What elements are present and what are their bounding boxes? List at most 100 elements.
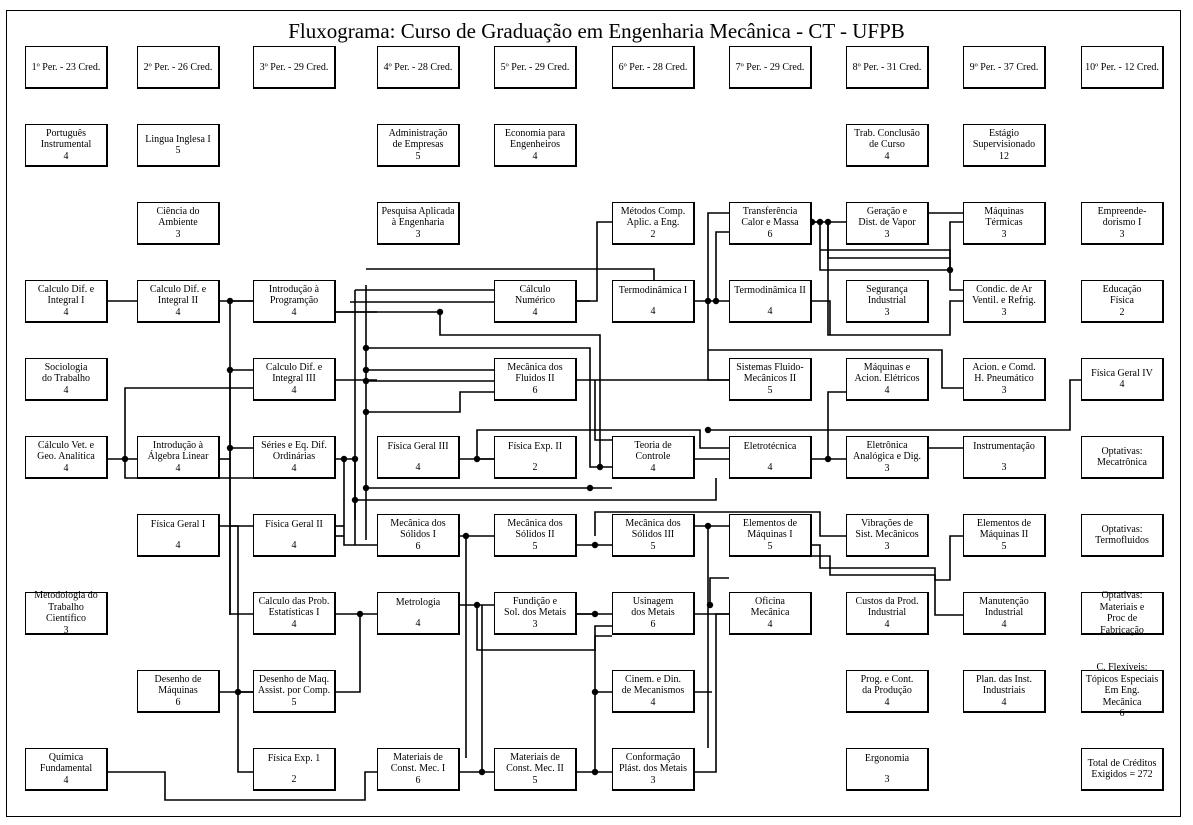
course-box-metc[interactable]: Métodos Comp. Aplic. a Eng.2	[612, 202, 695, 245]
course-box-eadg[interactable]: Eletrônica Analógica e Dig.3	[846, 436, 929, 479]
course-name: Calculo das Prob. Estatísticas I	[258, 595, 330, 619]
course-name: Calculo Dif. e Integral II	[149, 283, 207, 307]
course-name: Administração de Empresas	[388, 127, 448, 151]
course-box-omec[interactable]: Optativas: Mecatrônica	[1081, 436, 1164, 479]
course-name: Física Geral I	[150, 519, 206, 530]
junction-dot	[591, 768, 599, 776]
course-credits: 4	[63, 774, 69, 786]
diagram-title: Fluxograma: Curso de Graduação em Engenh…	[288, 19, 905, 43]
course-credits: 4	[63, 462, 69, 474]
course-name: Séries e Eq. Dif. Ordinárias	[261, 439, 327, 463]
junction-dot	[362, 344, 370, 352]
junction-dot	[586, 484, 594, 492]
course-box-total[interactable]: Total de Créditos Exigidos = 272	[1081, 748, 1164, 791]
course-box-oter[interactable]: Optativas: Termofluidos	[1081, 514, 1164, 557]
course-name: Pesquisa Aplicada à Engenharia	[381, 205, 455, 229]
period-header-10: 10º Per. - 12 Cred.	[1081, 46, 1164, 89]
course-name: Desenho de Máquinas	[154, 673, 202, 697]
course-credits: 6	[415, 540, 421, 552]
course-box-cond[interactable]: Condic. de Ar Ventil. e Refrig.3	[963, 280, 1046, 323]
course-credits: 4	[650, 462, 656, 474]
course-name: Calculo Dif. e Integral III	[265, 361, 323, 385]
course-name: Introdução à Álgebra Linear	[147, 439, 209, 463]
course-box-dmac[interactable]: Desenho de Maq. Assist. por Comp.5	[253, 670, 336, 713]
course-name: Teoria de Controle	[634, 439, 672, 463]
course-credits: 3	[650, 774, 656, 786]
junction-dot	[121, 455, 129, 463]
course-credits: 2	[532, 461, 538, 473]
course-name: Cálculo Vet. e Geo. Analítica	[37, 439, 95, 463]
course-box-cflex[interactable]: C. Flexíveis: Tópicos Especiais Em Eng. …	[1081, 662, 1164, 719]
course-box-omat[interactable]: Optativas: Materiais e Proc de Fabricaçã…	[1081, 590, 1164, 636]
course-name: Física Geral III	[387, 441, 449, 452]
course-credits: 4	[291, 306, 297, 318]
course-credits: 3	[884, 228, 890, 240]
course-credits: 4	[1001, 618, 1007, 630]
junction-dot	[706, 601, 714, 609]
course-name: Transferência Calor e Massa	[741, 205, 799, 229]
course-credits: 3	[884, 462, 890, 474]
